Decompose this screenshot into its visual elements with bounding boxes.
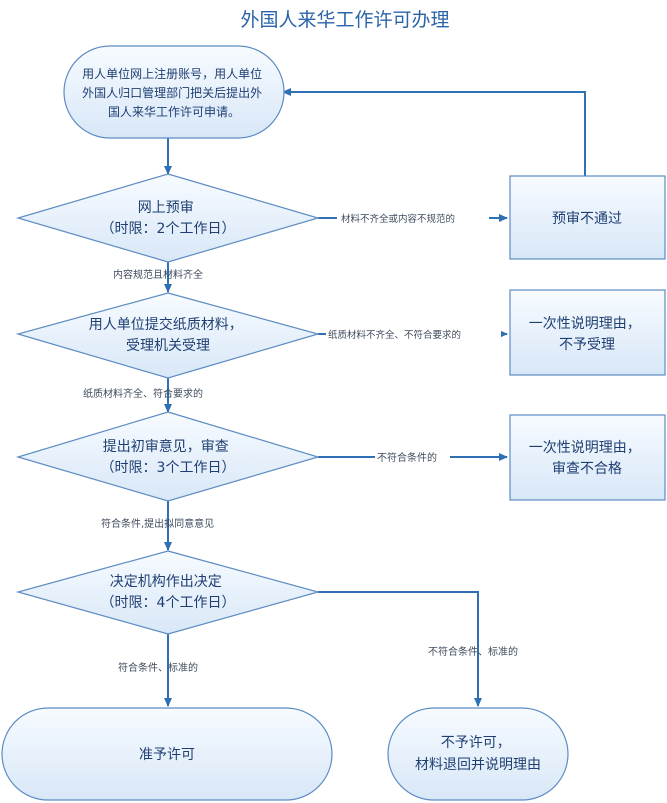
decision-node-preliminary-review	[15, 173, 321, 263]
edge-labels: 材料不齐全或内容不规范的 内容规范且材料齐全 纸质材料不齐全、不符合要求的 纸质…	[83, 210, 518, 674]
decision-node-submit-paper	[15, 292, 321, 379]
edge-label-d4-no: 不符合条件、标准的	[428, 645, 518, 658]
edge-label-d3-yes: 符合条件,提出拟同意意见	[101, 517, 214, 530]
edge-label-bg	[326, 326, 501, 342]
edge-label-d4-yes: 符合条件、标准的	[118, 661, 198, 674]
edge-label-d3-no: 不符合条件的	[377, 451, 437, 464]
permit-granted-text: 准予许可	[139, 747, 195, 763]
node-texts: 用人单位网上注册账号，用人单位 外国人归口管理部门把关后提出外 国人来华工作许可…	[82, 66, 645, 773]
end-node-permit-granted	[1, 707, 333, 801]
edge-label-d2-yes: 纸质材料齐全、符合要求的	[83, 387, 203, 400]
not-accepted-text: 一次性说明理由， 不予受理	[529, 316, 645, 353]
submit-paper-text: 用人单位提交纸质材料， 受理机关受理	[89, 316, 247, 354]
edge-label-bg	[375, 450, 450, 465]
edge-label-bg	[337, 210, 489, 226]
permit-denied-text: 不予许可， 材料退回并说明理由	[415, 735, 541, 773]
start-node-text: 用人单位网上注册账号，用人单位 外国人归口管理部门把关后提出外 国人来华工作许可…	[82, 66, 266, 119]
review-failed-text: 一次性说明理由， 审查不合格	[529, 440, 645, 477]
final-decision-text: 决定机构作出决定 （时限：4个工作日）	[101, 574, 236, 611]
preliminary-rejected-text: 预审不通过	[552, 211, 622, 227]
initial-review-text: 提出初审意见，审查 （时限：3个工作日）	[101, 438, 236, 476]
edge-label-d1-yes: 内容规范且材料齐全	[113, 268, 203, 281]
result-node-preliminary-rejected	[509, 175, 666, 260]
nodes	[1, 45, 666, 801]
edge-r1-back-to-start	[282, 88, 586, 176]
edge-d4-to-e2	[318, 591, 482, 707]
edge-label-d2-no: 纸质材料不齐全、不符合要求的	[328, 329, 461, 341]
end-node-permit-denied	[387, 707, 569, 801]
result-node-review-failed	[509, 414, 666, 501]
decision-node-initial-review	[15, 411, 321, 502]
edge-label-d1-no: 材料不齐全或内容不规范的	[341, 213, 455, 225]
page-title: 外国人来华工作许可办理	[240, 9, 449, 31]
result-node-not-accepted	[509, 289, 666, 376]
preliminary-review-text: 网上预审 （时限：2个工作日）	[101, 200, 236, 237]
decision-node-final-decision	[15, 550, 321, 635]
start-node	[63, 45, 285, 139]
